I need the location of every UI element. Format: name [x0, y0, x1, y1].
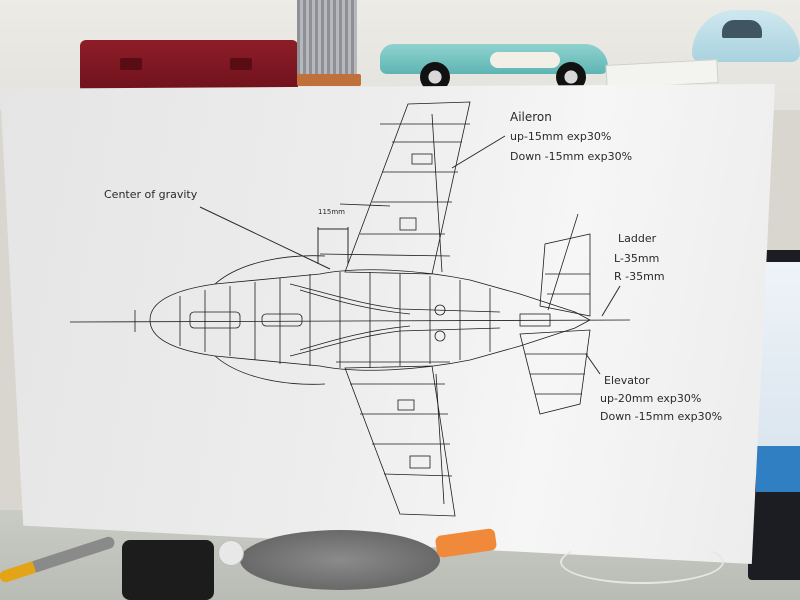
aileron-up: up-15mm exp30% [510, 130, 612, 143]
power-bank [122, 540, 214, 600]
lower-wing [344, 365, 456, 517]
canister-base [297, 74, 361, 86]
cg-distance: 115mm [318, 208, 345, 216]
elevator-down: Down -15mm exp30% [600, 410, 723, 423]
red-toolbox [80, 40, 298, 92]
aircraft-drawing [69, 101, 631, 517]
intake-mesh [299, 325, 411, 351]
toolbox-latch [230, 58, 252, 70]
ladder-right: R -35mm [614, 270, 665, 283]
lower-tail [519, 329, 591, 415]
intake-mesh [289, 327, 501, 357]
cg-title: Center of gravity [104, 188, 198, 201]
ladder-left: L-35mm [614, 252, 660, 265]
mesh-canister [297, 0, 357, 82]
fuselage-outline [149, 269, 591, 371]
intake-mesh [289, 283, 501, 313]
car-stripe [490, 52, 560, 68]
cg-leader [199, 206, 331, 270]
elevator-up: up-20mm exp30% [600, 392, 702, 405]
canopy-line [214, 255, 326, 285]
centerline [69, 319, 631, 323]
intake-mesh [299, 289, 411, 315]
upper-wing [344, 101, 471, 275]
upper-tail [539, 233, 591, 317]
ladder-leader [601, 285, 621, 317]
aileron-title: Aileron [510, 110, 552, 124]
toy-car-beetle [692, 10, 800, 62]
toy-car-corvette [380, 30, 608, 92]
aileron-leader [451, 135, 506, 169]
elevator-title: Elevator [604, 374, 650, 387]
ladder-title: Ladder [618, 232, 657, 245]
toolbox-latch [120, 58, 142, 70]
aileron-down: Down -15mm exp30% [510, 150, 633, 163]
elevator-leader [585, 353, 601, 375]
canopy-line [214, 355, 326, 385]
usb-cable [560, 540, 724, 584]
blueprint-sheet: Aileron up-15mm exp30% Down -15mm exp30%… [0, 84, 775, 564]
coin [218, 540, 244, 566]
round-coaster [240, 530, 440, 590]
